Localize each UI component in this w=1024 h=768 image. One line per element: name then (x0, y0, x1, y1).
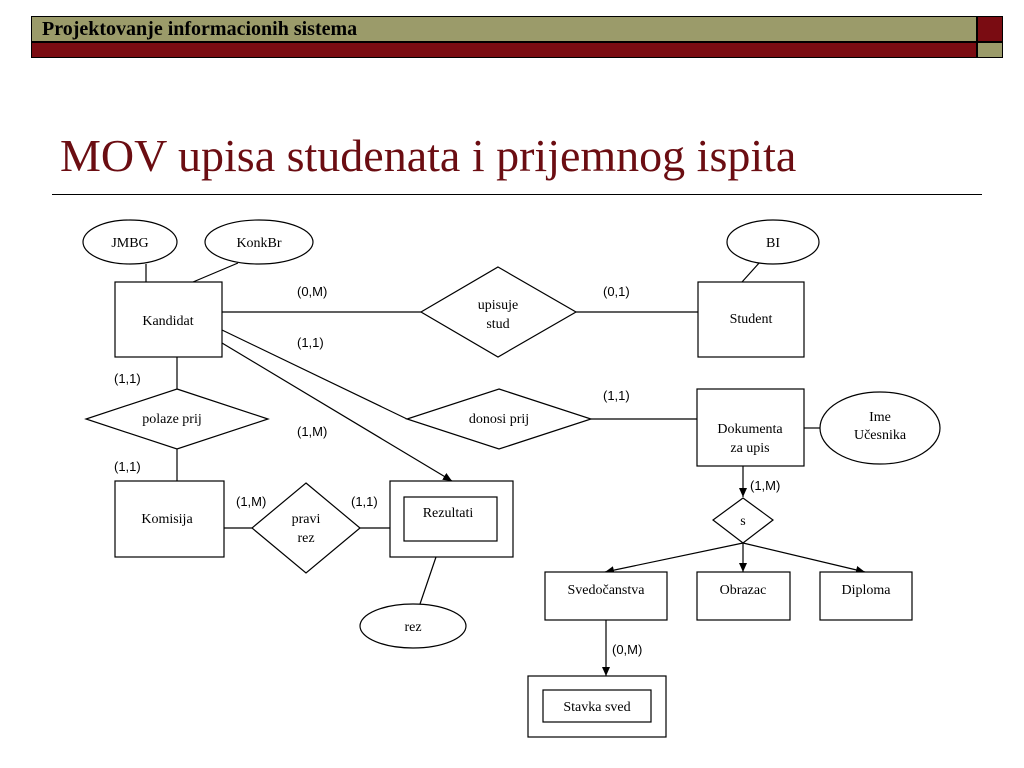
entity-dokumenta-label-line1: Dokumenta (717, 422, 783, 437)
slide-title: MOV upisa studenata i prijemnog ispita (60, 130, 797, 181)
entity-dokumenta-za-upis: Dokumenta za upis (696, 388, 805, 467)
attribute-rez-label: rez (404, 620, 421, 635)
cardinality-polaze-komisija: (1,1) (114, 459, 141, 474)
cardinality-labels: (0,M) (0,1) (1,1) (1,1) (1,1) (1,M) (1,1… (114, 284, 780, 657)
header-title: Projektovanje informacionih sistema (42, 18, 358, 40)
entity-komisija: Komisija (114, 480, 225, 558)
header-bar (31, 16, 977, 42)
relationship-s-label: s (740, 514, 745, 529)
header-stripe (31, 42, 977, 58)
relationship-upisuje-stud: upisuje stud (419, 266, 578, 358)
entity-diploma-label: Diploma (842, 583, 892, 598)
relationship-donosi-label: donosi prij (469, 412, 529, 427)
cardinality-kandidat-polaze: (1,1) (114, 371, 141, 386)
cardinality-svedocanstva-stavka: (0,M) (612, 642, 642, 657)
entity-obrazac-label: Obrazac (720, 583, 767, 598)
relationship-polaze-prij: polaze prij (84, 388, 270, 450)
attribute-konkbr: KonkBr (204, 219, 314, 265)
entity-komisija-label: Komisija (141, 512, 193, 527)
entity-rezultati: Rezultati (389, 480, 514, 558)
relationship-pravi-label-line2: rez (297, 531, 314, 546)
line-s-svedocanstva (604, 542, 744, 575)
attribute-bi: BI (726, 219, 820, 265)
entity-kandidat-label: Kandidat (142, 314, 193, 329)
cardinality-dokumenta-s: (1,M) (750, 478, 780, 493)
entity-diploma: Diploma (819, 571, 913, 621)
title-divider (52, 194, 982, 195)
attribute-jmbg-label: JMBG (111, 236, 148, 251)
relationship-upisuje-label-line2: stud (486, 317, 509, 332)
cardinality-kandidat-donosi: (1,1) (297, 335, 324, 350)
cardinality-komisija-pravi: (1,M) (236, 494, 266, 509)
relationship-upisuje-label-line1: upisuje (478, 298, 518, 313)
cardinality-kandidat-upisuje: (0,M) (297, 284, 327, 299)
relationship-pravi-rez: pravi rez (251, 482, 361, 574)
line-kandidat-donosi (221, 329, 408, 420)
attribute-bi-label: BI (766, 236, 780, 251)
entity-kandidat: Kandidat (114, 281, 223, 358)
entity-obrazac: Obrazac (696, 571, 791, 621)
line-rezultati-rez (419, 556, 437, 605)
connection-lines (145, 261, 866, 676)
attribute-jmbg: JMBG (82, 219, 178, 265)
entity-svedocanstva: Svedočanstva (544, 571, 668, 621)
attribute-ime-ucesnika: Ime Učesnika (819, 391, 941, 465)
entity-stavka-sved: Stavka sved (527, 675, 667, 738)
attribute-rez: rez (359, 603, 467, 649)
line-kandidat-rezultati (221, 342, 453, 482)
header-square-light (977, 42, 1003, 58)
entity-dokumenta-label-line2: za upis (730, 441, 769, 456)
entity-rezultati-label: Rezultati (423, 506, 474, 521)
cardinality-pravi-rezultati: (1,1) (351, 494, 378, 509)
entity-svedocanstva-label: Svedočanstva (568, 583, 646, 598)
attribute-ime-label-line1: Ime (869, 410, 891, 425)
line-s-diploma (742, 542, 866, 574)
entity-stavka-sved-label: Stavka sved (563, 700, 630, 715)
entity-student: Student (697, 281, 805, 358)
cardinality-kandidat-rezultati: (1,M) (297, 424, 327, 439)
relationship-s: s (711, 497, 775, 544)
cardinality-donosi-dokumenta: (1,1) (603, 388, 630, 403)
entity-student-label: Student (730, 312, 773, 327)
line-bi-student (741, 261, 761, 283)
relationship-donosi-prij: donosi prij (405, 388, 593, 450)
attribute-konkbr-label: KonkBr (236, 236, 281, 251)
relationship-pravi-label-line1: pravi (292, 512, 321, 527)
header-square-dark (977, 16, 1003, 42)
attribute-ime-label-line2: Učesnika (854, 428, 907, 443)
relationship-polaze-label: polaze prij (142, 412, 201, 427)
cardinality-upisuje-student: (0,1) (603, 284, 630, 299)
line-konkbr-kandidat (192, 262, 239, 283)
